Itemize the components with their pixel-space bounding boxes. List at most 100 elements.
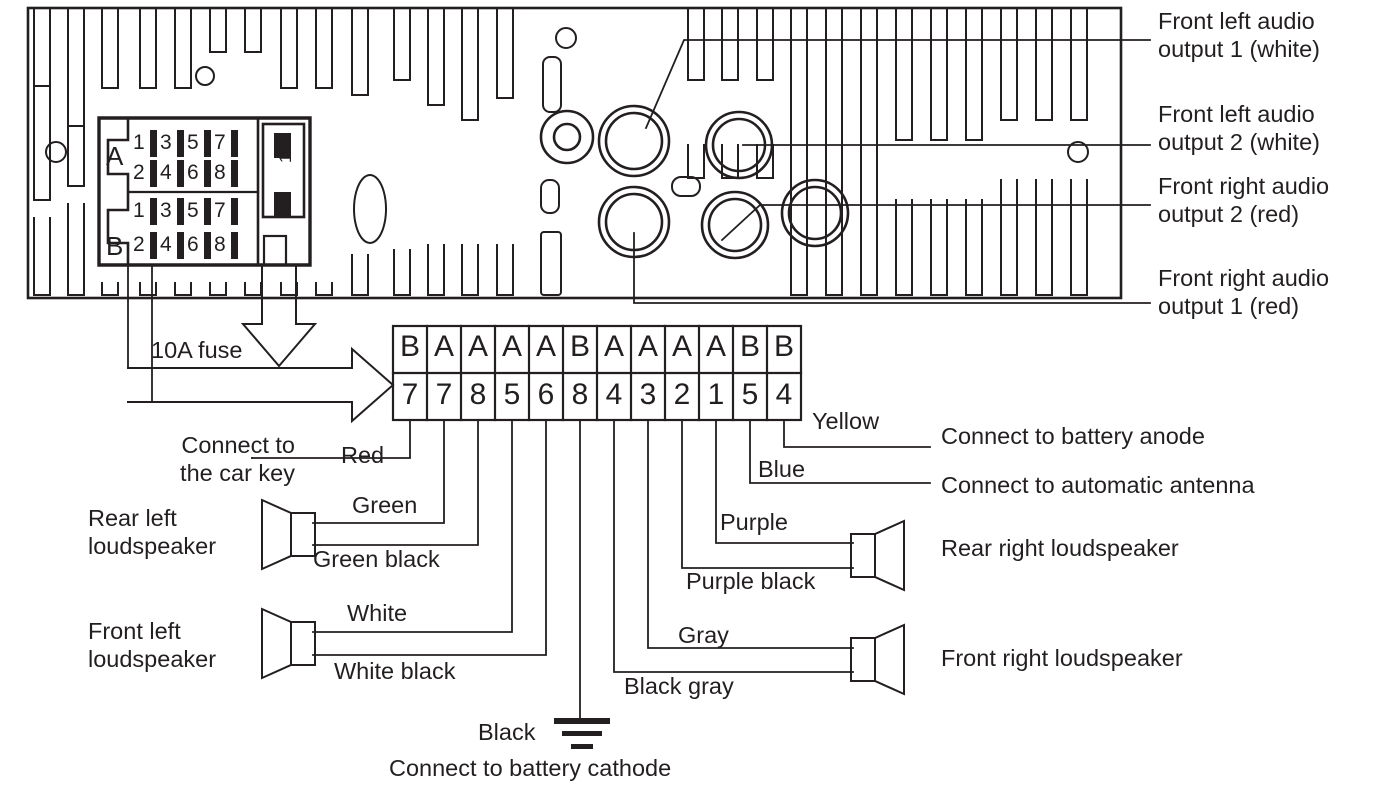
table-letter-1: A xyxy=(433,330,454,363)
wire-label-white: White xyxy=(347,600,408,626)
wire-drops xyxy=(251,419,931,719)
wire-white xyxy=(312,419,513,633)
pin-b-2: 2 xyxy=(133,233,145,256)
speaker-rear-right xyxy=(850,519,905,592)
wire-purple-black xyxy=(681,419,854,569)
wire-label-red: Red xyxy=(341,442,385,468)
wire-purple xyxy=(715,419,854,544)
wire-green-black xyxy=(312,419,479,546)
rca-fl1-outer xyxy=(597,104,671,178)
wire-label-yellow: Yellow xyxy=(812,408,880,434)
table-letter-7: A xyxy=(637,330,658,363)
target-rear-right-loudspeaker: Rear right loudspeaker xyxy=(941,535,1179,561)
table-number-10: 5 xyxy=(741,378,759,411)
callout-front-left-audio-2: Front left audio output 2 (white) xyxy=(1158,101,1320,155)
pin-b-7: 7 xyxy=(214,199,226,222)
table-letter-2: A xyxy=(467,330,488,363)
pin-a-3: 3 xyxy=(160,131,172,154)
wire-label-purple: Purple xyxy=(720,509,788,535)
wire-label-blue: Blue xyxy=(758,456,806,482)
rca-jacks xyxy=(539,104,850,260)
wire-gray xyxy=(647,419,854,649)
pin-a-8: 8 xyxy=(214,161,226,184)
pin-a-2: 2 xyxy=(133,161,145,184)
target-battery-cathode: Connect to battery cathode xyxy=(389,755,672,781)
rca-leader-lines xyxy=(633,39,1151,304)
table-letter-6: A xyxy=(603,330,624,363)
table-letter-0: B xyxy=(399,330,420,363)
speaker-rear-left xyxy=(261,498,316,571)
pin-a-6: 6 xyxy=(187,161,199,184)
table-letter-5: B xyxy=(569,330,590,363)
target-automatic-antenna: Connect to automatic antenna xyxy=(941,472,1255,498)
table-letter-10: B xyxy=(739,330,760,363)
table-letter-11: B xyxy=(773,330,794,363)
pin-b-5: 5 xyxy=(187,199,199,222)
pin-a-7: 7 xyxy=(214,131,226,154)
connector-block-a-letter: A xyxy=(106,141,124,171)
connector-pins xyxy=(150,130,238,259)
pin-a-4: 4 xyxy=(160,161,172,184)
wire-label-black-gray: Black gray xyxy=(624,673,734,699)
callout-front-left-audio-1: Front left audio output 1 (white) xyxy=(1158,8,1320,62)
table-number-5: 8 xyxy=(571,378,589,411)
speaker-front-right xyxy=(850,623,905,696)
leader-fl1 xyxy=(644,39,1151,130)
table-number-8: 2 xyxy=(673,378,691,411)
table-number-3: 5 xyxy=(503,378,521,411)
chassis-holes-mid xyxy=(540,27,701,296)
wire-red xyxy=(251,419,411,459)
target-car-key: Connect to the car key xyxy=(180,432,295,486)
wire-blue xyxy=(749,419,931,484)
table-number-9: 1 xyxy=(707,378,725,411)
chassis-vent-slots-right xyxy=(687,9,1089,296)
leader-fr1 xyxy=(633,232,1151,304)
table-number-0: 7 xyxy=(401,378,419,411)
wire-label-purple-black: Purple black xyxy=(686,568,816,594)
table-letter-4: A xyxy=(535,330,556,363)
pin-b-8: 8 xyxy=(214,233,226,256)
pin-b-3: 3 xyxy=(160,199,172,222)
fuse-rating-label: 10A xyxy=(276,132,295,163)
pin-a-1: 1 xyxy=(133,131,145,154)
chassis-vent-slots-mid xyxy=(351,9,514,296)
target-battery-anode: Connect to battery anode xyxy=(941,423,1205,449)
table-letter-3: A xyxy=(501,330,522,363)
table-letter-8: A xyxy=(671,330,692,363)
wire-label-white-black: White black xyxy=(334,658,456,684)
table-number-6: 4 xyxy=(605,378,623,411)
chassis-holes-left xyxy=(45,66,388,244)
ground-symbol xyxy=(554,718,610,749)
callout-front-right-audio-2: Front right audio output 2 (red) xyxy=(1158,173,1330,227)
callout-10a-fuse: 10A fuse xyxy=(151,337,243,363)
harness-connector-table xyxy=(391,324,803,422)
wire-label-gray: Gray xyxy=(678,622,729,648)
fuse-tap-lines xyxy=(127,264,153,403)
wire-black-gray xyxy=(613,419,854,673)
target-front-left-loudspeaker: Front left loudspeaker xyxy=(88,618,217,672)
connector-block-b-letter: B xyxy=(106,231,124,261)
leader-fr2 xyxy=(720,204,1151,242)
wire-label-black: Black xyxy=(478,719,536,745)
callout-front-right-audio-1: Front right audio output 1 (red) xyxy=(1158,265,1330,319)
connector-housing xyxy=(97,116,312,267)
target-rear-left-loudspeaker: Rear left loudspeaker xyxy=(88,505,217,559)
fuse-right-arrow xyxy=(127,346,395,424)
chassis-outline xyxy=(26,6,1123,300)
table-letter-9: A xyxy=(705,330,726,363)
table-number-4: 6 xyxy=(537,378,555,411)
chassis-vent-slots-left xyxy=(33,9,333,296)
wire-white-black xyxy=(312,419,547,656)
rca-fr2-outer xyxy=(700,190,770,260)
speaker-front-left xyxy=(261,607,316,680)
wire-yellow xyxy=(783,419,931,448)
table-number-11: 4 xyxy=(775,378,793,411)
pin-a-5: 5 xyxy=(187,131,199,154)
table-number-7: 3 xyxy=(639,378,657,411)
pin-b-6: 6 xyxy=(187,233,199,256)
target-front-right-loudspeaker: Front right loudspeaker xyxy=(941,645,1183,671)
pin-b-1: 1 xyxy=(133,199,145,222)
table-number-1: 7 xyxy=(435,378,453,411)
